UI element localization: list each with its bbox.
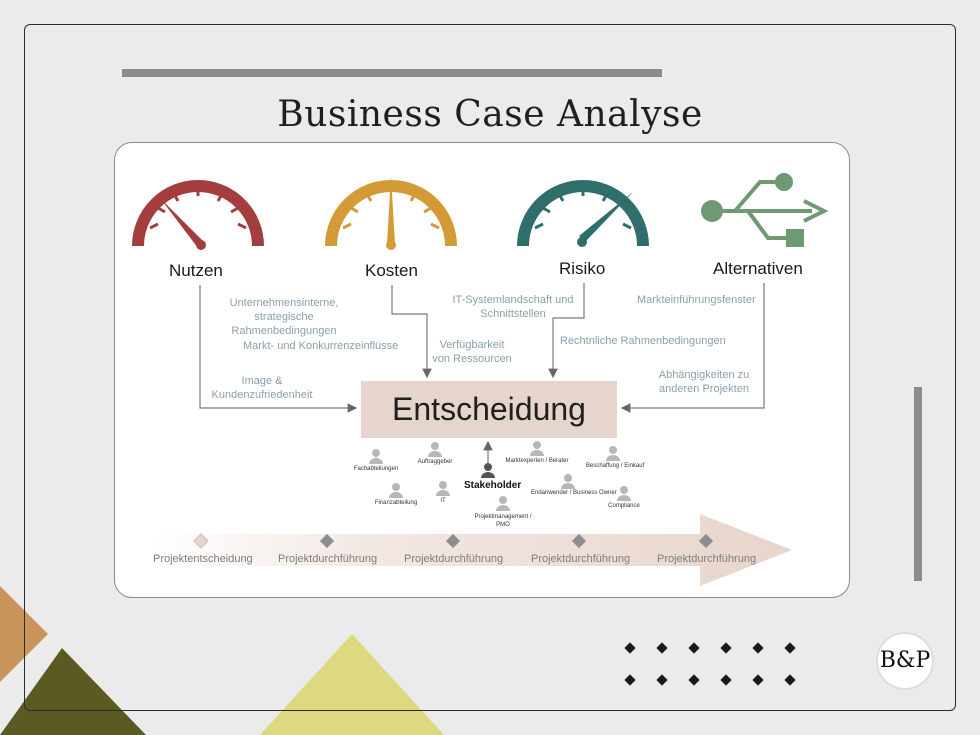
- stakeholder-endanwender: Endanwender / Business Owner: [531, 490, 617, 496]
- note-alternativen-2: Abhängigkeiten zu anderen Projekten: [658, 369, 750, 395]
- decision-box: Entscheidung: [361, 381, 617, 438]
- phase-label-4: Projektdurchführung: [531, 553, 631, 565]
- stakeholder-pmo: Projektmanagement / PMO: [474, 514, 532, 528]
- phase-label-3: Projektdurchführung: [404, 553, 504, 565]
- top-accent-bar: [122, 69, 662, 77]
- note-nutzen-3: Image & Kundenzufriedenheit: [211, 375, 313, 401]
- gauge-risiko-icon: [517, 180, 649, 247]
- note-kosten-1: Verfügbarkeit von Ressourcen: [432, 339, 512, 365]
- stakeholder-finanzabteilung: Finanzabteilung: [374, 500, 418, 506]
- gauge-kosten-icon: [325, 176, 457, 250]
- note-nutzen-2: Markt- und Konkurrenzeinflüsse: [243, 340, 399, 352]
- note-alternativen-1: Markteinführungsfenster: [637, 294, 756, 306]
- note-nutzen-1: Unternehmensinterne, strategische Rahmen…: [229, 297, 339, 337]
- stakeholder-it: IT: [440, 498, 446, 504]
- factor-label-risiko: Risiko: [559, 259, 606, 278]
- page-title: Business Case Analyse: [277, 94, 703, 135]
- factor-label-kosten: Kosten: [365, 261, 418, 280]
- brand-logo: B&P: [876, 632, 934, 690]
- side-accent-bar: [914, 387, 922, 581]
- stakeholder-beschaffung: Beschaffung / Einkauf: [586, 463, 645, 469]
- factor-label-nutzen: Nutzen: [169, 261, 223, 280]
- stakeholder-fachabteilungen: Fachabteilungen: [353, 466, 399, 472]
- diagram-card: [114, 142, 850, 598]
- stakeholder-compliance: Compliance: [608, 503, 640, 509]
- note-risiko-2: Rechtnliche Rahmenbedingungen: [560, 335, 726, 347]
- note-risiko-1: IT-Systemlandschaft und Schnittstellen: [452, 294, 574, 320]
- gauge-nutzen-icon: [132, 180, 264, 250]
- factor-label-alternativen: Alternativen: [713, 259, 803, 278]
- page-frame: [24, 24, 956, 711]
- usb-icon: [701, 173, 829, 247]
- stakeholder-label: Stakeholder: [464, 480, 522, 491]
- phase-label-5: Projektdurchführung: [657, 553, 757, 565]
- phase-label-2: Projektdurchführung: [278, 553, 378, 565]
- stakeholder-auftraggeber: Auftraggeber: [417, 459, 453, 465]
- stakeholder-marktexperten: Marktexperten / Berater: [505, 458, 569, 464]
- phase-label-1: Projektentscheidung: [153, 553, 253, 565]
